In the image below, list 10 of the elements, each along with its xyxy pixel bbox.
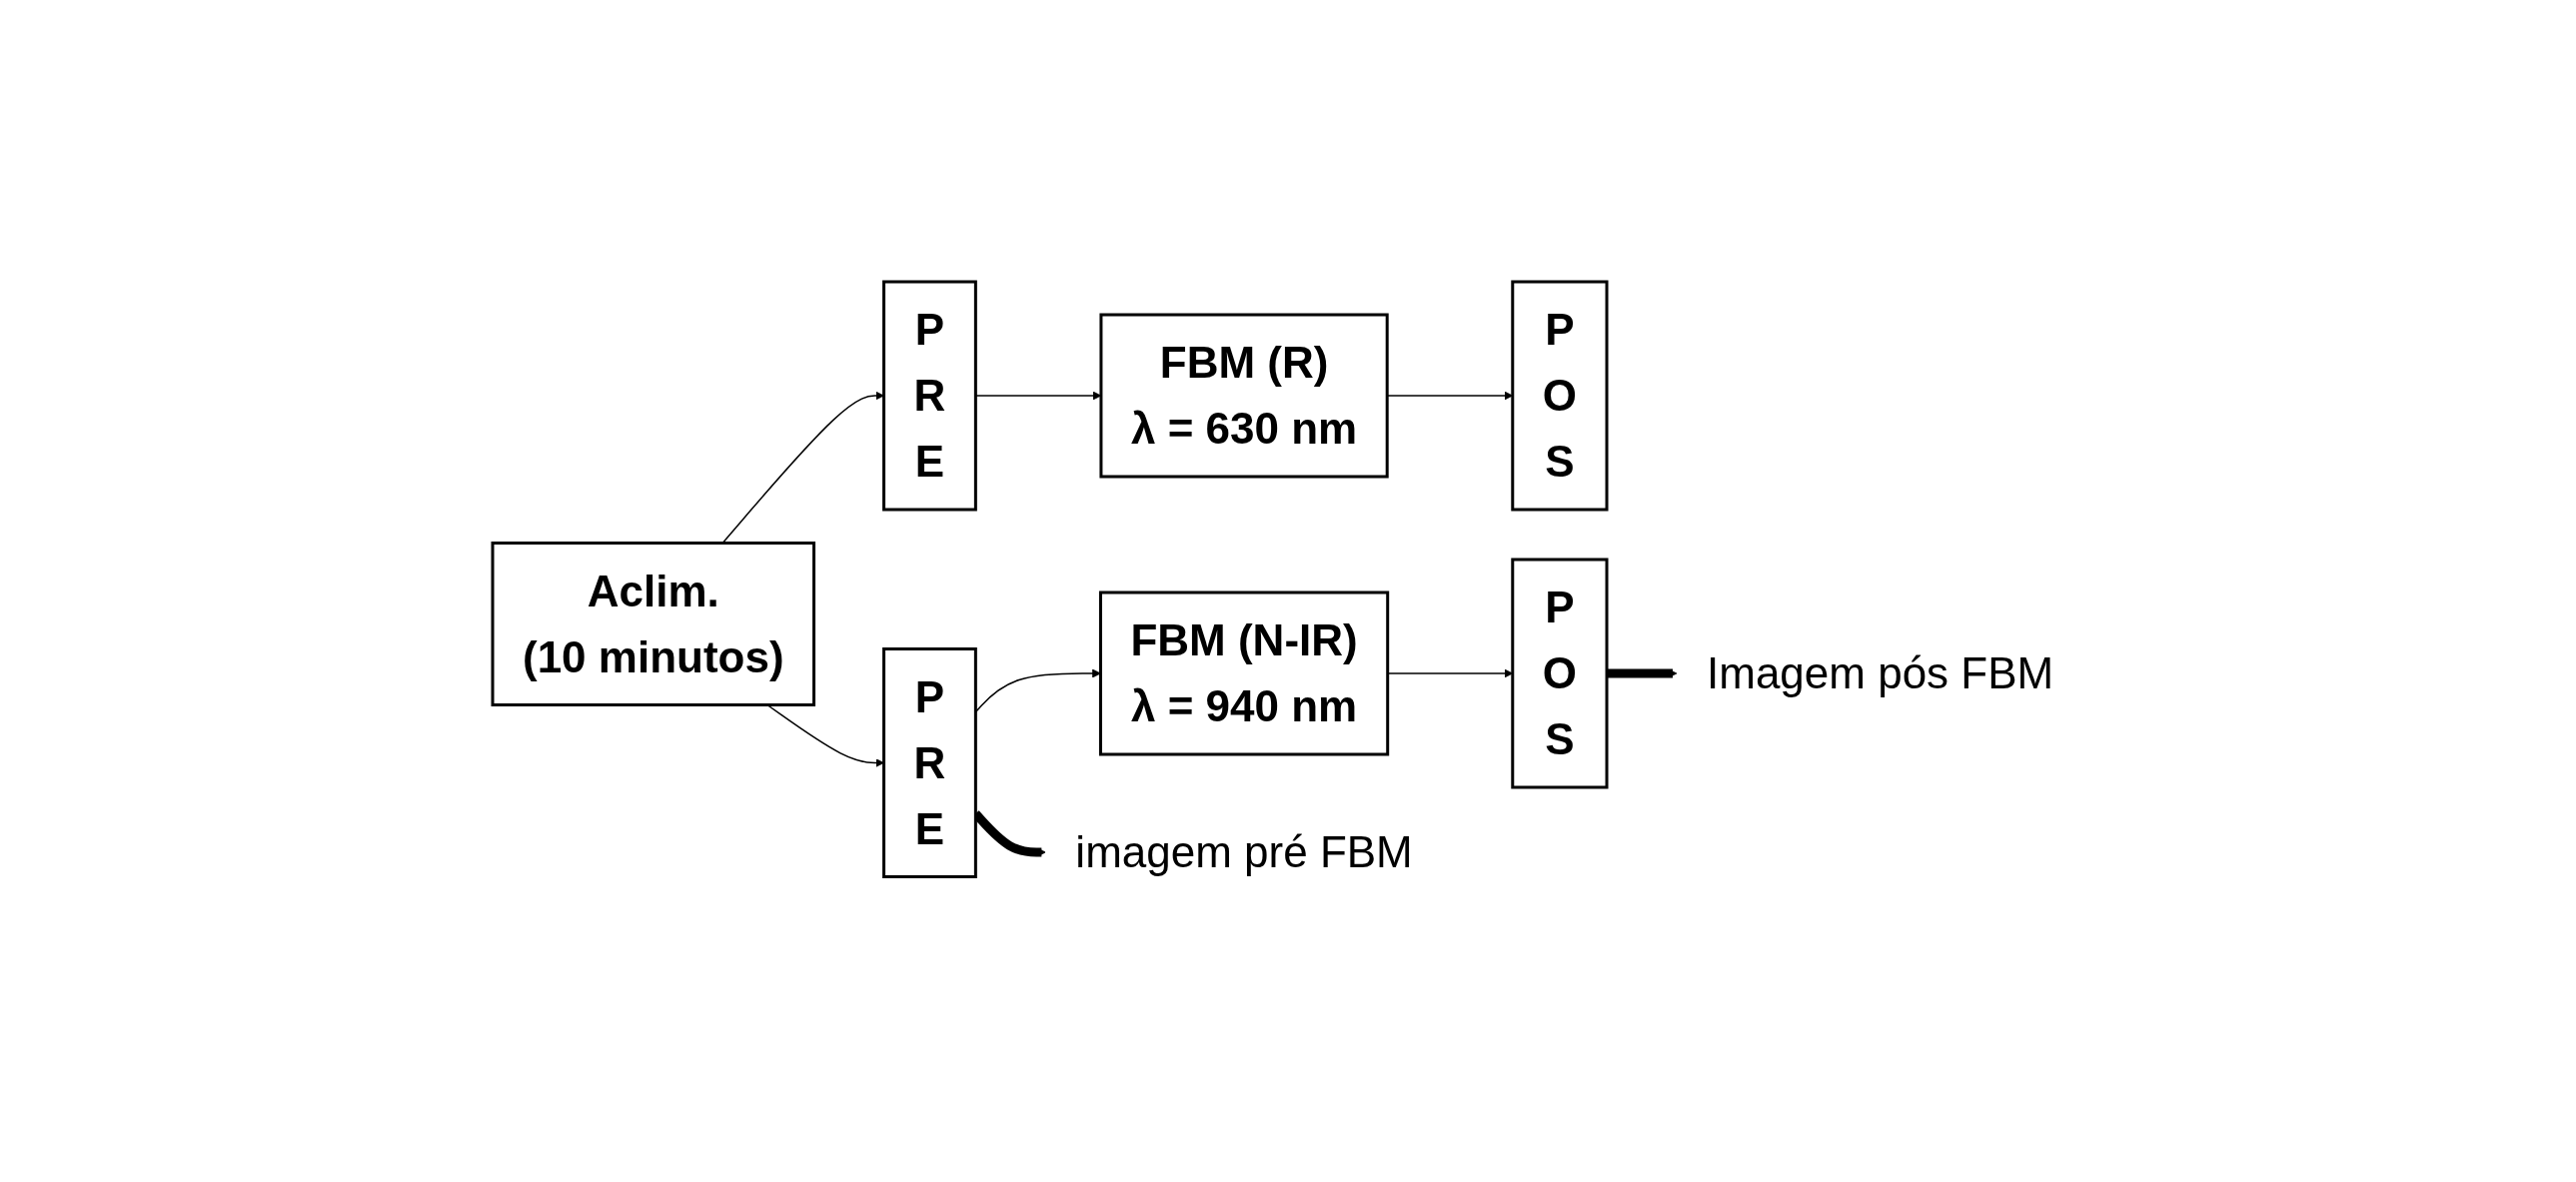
node-box: FBM (R) λ = 630 nm [1099,313,1389,479]
node-text: Imagem pós FBM [1706,648,2054,697]
node-box: FBM (N-IR) λ = 940 nm [1098,591,1390,756]
node-box: P O S [1511,280,1609,512]
node-box: P R E [881,280,977,512]
arrow [1606,668,1678,678]
node-box: P R E [881,647,977,878]
node-box: Aclim. (10 minutos) [491,542,815,706]
node-box: P O S [1511,558,1609,789]
node-text: imagem pré FBM [1075,827,1413,876]
